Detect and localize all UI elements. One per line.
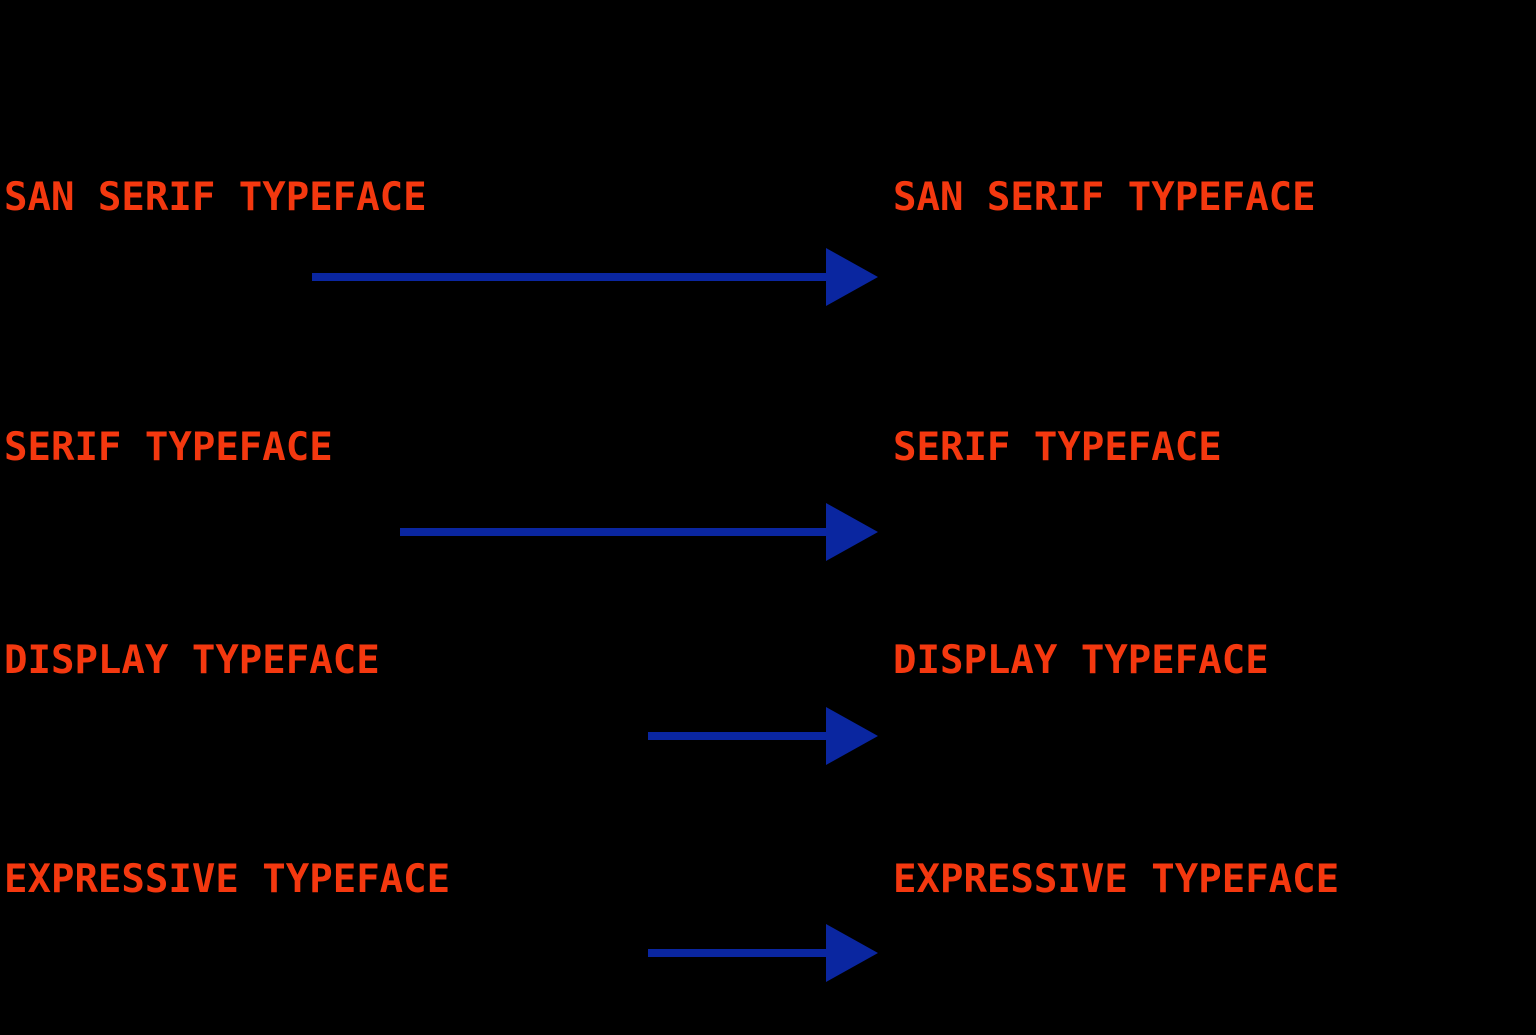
left-label-serif: SERIF TYPEFACE (4, 425, 333, 470)
arrow-shaft (400, 528, 828, 536)
right-label-san-serif: SAN SERIF TYPEFACE (893, 175, 1316, 220)
arrow-head (826, 503, 878, 561)
left-label-expressive: EXPRESSIVE TYPEFACE (4, 857, 451, 902)
arrow-shaft (648, 949, 828, 957)
left-label-display: DISPLAY TYPEFACE (4, 638, 380, 683)
arrow-head (826, 248, 878, 306)
arrow-san-serif (312, 248, 878, 306)
arrow-shaft (648, 732, 828, 740)
arrow-serif (400, 503, 878, 561)
arrow-shaft (312, 273, 828, 281)
arrow-expressive (648, 924, 878, 982)
right-label-serif: SERIF TYPEFACE (893, 425, 1222, 470)
right-label-expressive: EXPRESSIVE TYPEFACE (893, 857, 1340, 902)
arrow-display (648, 707, 878, 765)
arrow-head (826, 707, 878, 765)
right-label-display: DISPLAY TYPEFACE (893, 638, 1269, 683)
arrow-head (826, 924, 878, 982)
left-label-san-serif: SAN SERIF TYPEFACE (4, 175, 427, 220)
